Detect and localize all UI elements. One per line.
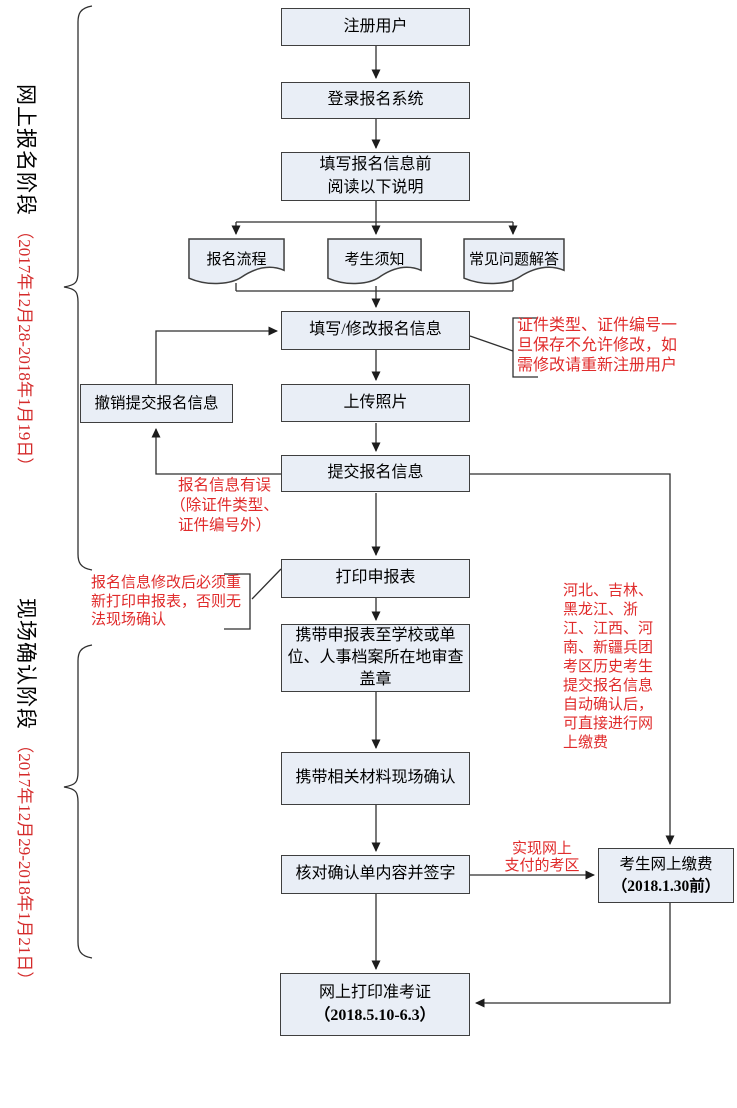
main-flow-arrows [231, 46, 518, 970]
note-auto-confirm-regions: 河北、吉林、 黑龙江、浙 江、江西、河 南、新疆兵团 考区历史考生 提交报名信息… [563, 583, 654, 751]
doc-candidate-notice: 考生须知 [327, 238, 422, 287]
stage-brace-online [63, 5, 93, 571]
node-onsite-confirmation: 携带相关材料现场确认 [281, 752, 470, 805]
stage-brace-onsite [63, 644, 93, 959]
node-upload-photo: 上传照片 [281, 384, 470, 422]
node-login-system: 登录报名系统 [281, 82, 470, 119]
doc-registration-process-label: 报名流程 [206, 251, 267, 268]
document-shape-icon [327, 238, 422, 287]
note-online-pay-region: 实现网上 支付的考区 [504, 841, 580, 874]
doc-faq: 常见问题解答 [463, 238, 565, 287]
node-fill-modify-info: 填写/修改报名信息 [281, 311, 470, 350]
note-reprint-warning: 报名信息修改后必须重 新打印申报表，否则无 法现场确认 [91, 575, 242, 628]
node-verify-and-sign: 核对确认单内容并签字 [281, 855, 470, 894]
cancel-loop-arrows [151, 326, 281, 475]
stage-onsite-dates: （2017年12月29-2018年1月21日） [15, 736, 34, 989]
note-info-error: 报名信息有误 （除证件类型、 证件编号外） [170, 477, 279, 534]
pay-online-deadline: （2018.1.30前） [611, 877, 721, 895]
document-shape-icon [188, 238, 285, 287]
doc-registration-process: 报名流程 [188, 238, 285, 287]
doc-candidate-notice-label: 考生须知 [344, 251, 405, 268]
node-read-instructions: 填写报名信息前 阅读以下说明 [281, 152, 470, 201]
node-register-user: 注册用户 [281, 8, 470, 46]
stage-label-online: 网上报名阶段 （2017年12月28-2018年1月19日） [12, 84, 42, 474]
print-ticket-title: 网上打印准考证 [318, 984, 431, 1002]
node-submit-info: 提交报名信息 [281, 455, 470, 492]
note-certificate-warning: 证件类型、证件编号一 旦保存不允许修改，如 需修改请重新注册用户 [517, 317, 678, 374]
node-pay-online: 考生网上缴费 （2018.1.30前） [598, 848, 734, 903]
node-bring-form-stamp: 携带申报表至学校或单 位、人事档案所在地审查 盖章 [281, 624, 470, 692]
doc-faq-label: 常见问题解答 [468, 251, 559, 268]
pay-online-title: 考生网上缴费 [619, 856, 713, 874]
stage-label-onsite: 现场确认阶段 （2017年12月29-2018年1月21日） [12, 598, 42, 988]
node-cancel-submitted-info: 撤销提交报名信息 [80, 384, 233, 423]
document-shape-icon [463, 238, 565, 287]
stage-online-dates: （2017年12月28-2018年1月19日） [15, 222, 34, 475]
pay-to-ticket-arrow [475, 903, 671, 1008]
auto-confirm-path-arrow [470, 473, 675, 845]
cert-warning-callout-leader [469, 317, 538, 378]
stage-online-name: 网上报名阶段 [14, 84, 38, 216]
node-print-application-form: 打印申报表 [281, 559, 470, 598]
print-ticket-dates: （2018.5.10-6.3） [314, 1006, 436, 1024]
node-print-admission-ticket: 网上打印准考证 （2018.5.10-6.3） [280, 973, 470, 1036]
reprint-warning-callout-leader [224, 568, 282, 630]
stage-onsite-name: 现场确认阶段 [14, 598, 38, 730]
